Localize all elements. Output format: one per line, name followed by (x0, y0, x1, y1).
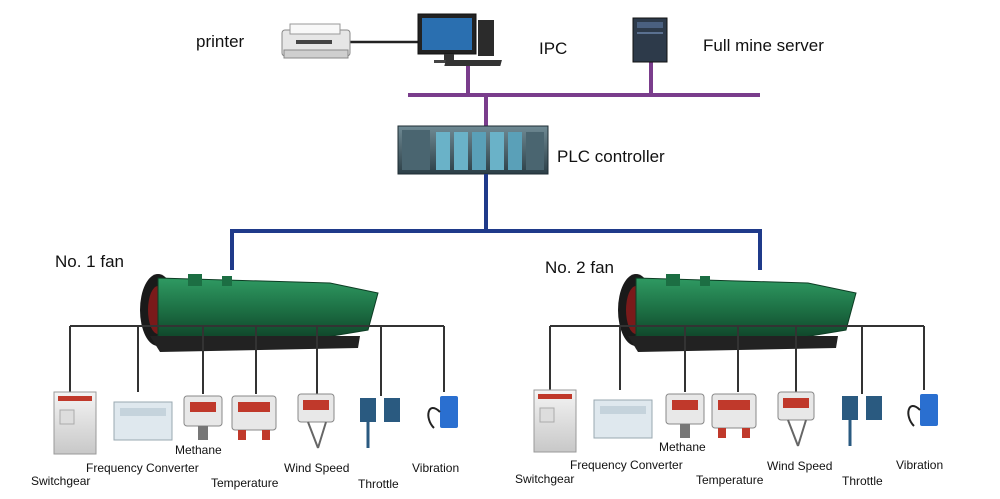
plc-label: PLC controller (557, 147, 665, 166)
server-label: Full mine server (703, 36, 824, 55)
fieldbus-lines (230, 174, 762, 270)
printer-icon (281, 23, 351, 59)
fan-1-group (53, 274, 458, 455)
ethernet-bus (408, 60, 760, 128)
fan-1-throttle-sensor-icon (360, 398, 400, 448)
fan-1-switchgear-label: Switchgear (31, 474, 91, 488)
fan-2-vibration-label: Vibration (896, 458, 944, 472)
fan-1-methane-sensor-icon (183, 395, 223, 440)
fan-1-methane-label: Methane (175, 443, 222, 457)
fan-2-group (533, 274, 938, 453)
plc-controller-icon (397, 125, 549, 175)
fan-2-methane-sensor-icon (665, 393, 705, 438)
fan-1-wind-speed-label: Wind Speed (284, 461, 350, 475)
fan-2-frequency-converter-icon (593, 399, 653, 439)
fan-2-vibration-sensor-icon (907, 394, 938, 427)
fan-1-vibration-sensor-icon (427, 396, 458, 429)
fan-1-wind-speed-sensor-icon (297, 393, 335, 449)
fan-1-switchgear-icon (53, 391, 97, 455)
fan-1-device-wiring (69, 325, 445, 396)
fan-2-temperature-label: Temperature (696, 473, 764, 487)
fan-1-vibration-label: Vibration (412, 461, 460, 475)
fan-1-temperature-label: Temperature (211, 476, 279, 490)
fan-2-device-wiring (549, 325, 925, 394)
fan-2-methane-label: Methane (659, 440, 706, 454)
ipc-label: IPC (539, 39, 568, 58)
fan-1-label: No. 1 fan (55, 252, 124, 271)
fan-1-throttle-label: Throttle (358, 477, 399, 491)
fan-1-frequency-converter-icon (113, 401, 173, 441)
ipc-computer-icon (417, 13, 502, 66)
fan-2-wind-speed-label: Wind Speed (767, 459, 833, 473)
fan-2-wind-speed-sensor-icon (777, 391, 815, 447)
fan-2-throttle-sensor-icon (842, 396, 882, 446)
fan-2-icon (618, 274, 857, 352)
fan-1-temperature-sensor-icon (231, 395, 277, 440)
fan-2-switchgear-label: Switchgear (515, 472, 575, 486)
printer-label: printer (196, 32, 245, 51)
fan-1-frequency-converter-label: Frequency Converter (86, 461, 199, 475)
fan-2-temperature-sensor-icon (711, 393, 757, 438)
fan-2-frequency-converter-label: Frequency Converter (570, 458, 683, 472)
server-icon (632, 17, 668, 63)
fan-2-switchgear-icon (533, 389, 577, 453)
fan-1-icon (140, 274, 379, 352)
fan-2-label: No. 2 fan (545, 258, 614, 277)
fan-2-throttle-label: Throttle (842, 474, 883, 488)
